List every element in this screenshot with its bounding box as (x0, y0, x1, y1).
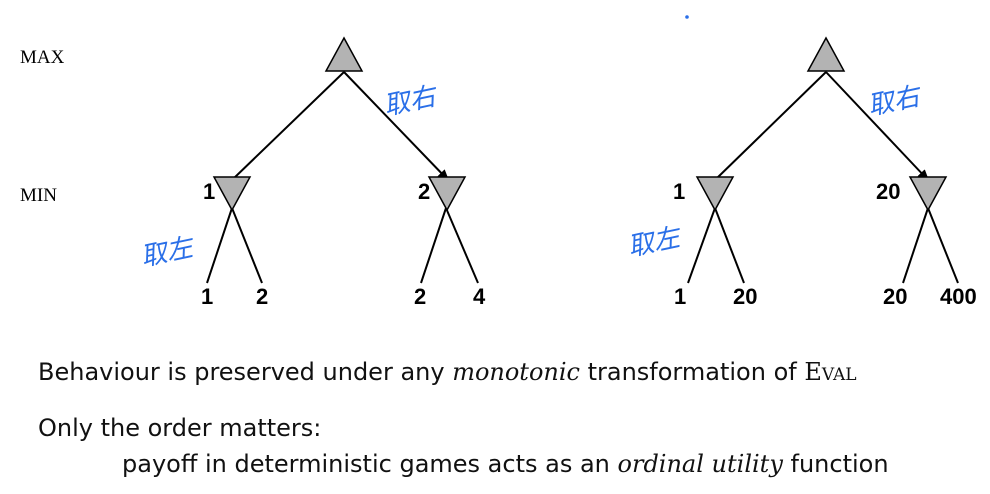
caption-order-matters: Only the order matters: (38, 414, 322, 442)
right-tree: 1 20 1 20 20 400 取右 取左 (625, 36, 977, 309)
caption-monotonic-prefix: Behaviour is preserved under any (38, 358, 453, 386)
min-node-left-1 (212, 176, 252, 212)
max-node-left (324, 36, 364, 72)
caption-ordinal-prefix: payoff in deterministic games acts as an (122, 450, 618, 478)
stray-ink-dot (685, 15, 689, 19)
max-level-label: MAX (20, 47, 65, 68)
leaf-value-left-3: 2 (414, 284, 426, 309)
edge-min1-leaf1 (687, 207, 716, 284)
leaf-value-right-3: 20 (883, 284, 907, 309)
caption-ordinal-utility: payoff in deterministic games acts as an… (122, 450, 889, 478)
edge-root-right-min-arrow (825, 71, 930, 182)
min-node-right-1 (695, 176, 735, 212)
min-level-label: MIN (20, 185, 57, 206)
annotation-take-left-right: 取左 (625, 222, 685, 263)
edge-min2-leaf1 (902, 207, 929, 284)
min-value-right-2: 20 (876, 179, 900, 204)
min-node-right-2 (908, 176, 948, 212)
min-value-left-2: 2 (418, 179, 430, 204)
left-tree: 1 2 1 2 2 4 取右 取左 (138, 36, 486, 309)
max-node-right (806, 36, 846, 72)
leaf-value-right-4: 400 (940, 284, 977, 309)
edge-min2-leaf1 (420, 207, 447, 284)
leaf-value-right-2: 20 (733, 284, 757, 309)
edge-min1-leaf2 (714, 207, 745, 284)
annotation-take-left-left: 取左 (138, 232, 198, 273)
edge-root-left-min (231, 71, 345, 181)
leaf-value-left-4: 4 (473, 284, 486, 309)
caption-eval: Eval (804, 358, 857, 386)
leaf-value-right-1: 1 (674, 284, 686, 309)
caption-monotonic-em: monotonic (452, 358, 580, 386)
caption-monotonic: Behaviour is preserved under any monoton… (38, 358, 857, 386)
caption-ordinal-suffix: function (782, 450, 889, 478)
leaf-value-left-2: 2 (256, 284, 268, 309)
edge-min1-leaf2 (231, 207, 263, 284)
minimax-diagram: MAX MIN 1 2 1 2 2 4 取右 取左 1 (20, 15, 977, 309)
edge-min2-leaf2 (927, 207, 959, 284)
annotation-take-right-left: 取右 (381, 81, 441, 122)
min-value-left-1: 1 (203, 179, 215, 204)
caption-ordinal-em: ordinal utility (617, 450, 783, 478)
edge-min2-leaf2 (445, 207, 479, 284)
min-value-right-1: 1 (673, 179, 685, 204)
annotation-take-right-right: 取右 (865, 81, 925, 122)
edge-root-right-min-arrow (343, 71, 450, 182)
edge-root-left-min (714, 71, 827, 181)
caption-monotonic-middle: transformation of (579, 358, 805, 386)
edge-min1-leaf1 (206, 207, 233, 284)
min-node-left-2 (427, 176, 467, 212)
leaf-value-left-1: 1 (201, 284, 213, 309)
